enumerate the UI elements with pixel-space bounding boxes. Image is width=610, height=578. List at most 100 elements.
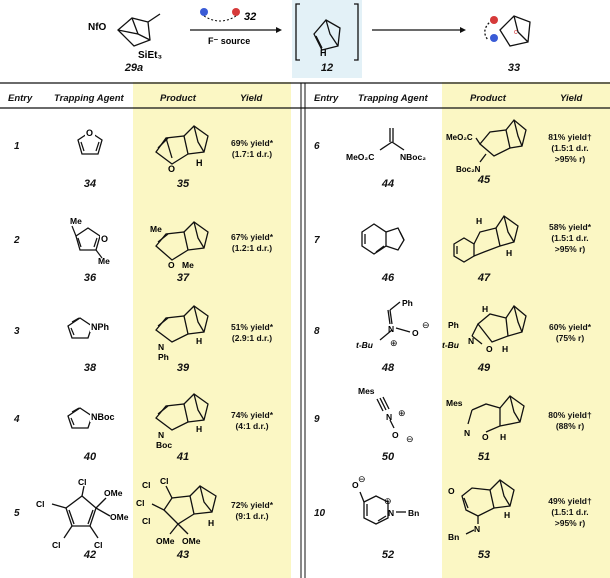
svg-text:Ph: Ph xyxy=(448,320,459,330)
product-structure: O H xyxy=(155,125,209,174)
svg-text:Ph: Ph xyxy=(158,352,169,362)
product-number: 39 xyxy=(176,362,190,374)
yield-text: 69% yield*(1.7:1 d.r.) xyxy=(230,138,274,159)
reaction-arrow-2-head xyxy=(460,27,466,33)
svg-text:Cl: Cl xyxy=(78,477,87,487)
reaction-arrow-1-head xyxy=(276,27,282,33)
svg-text:OMe: OMe xyxy=(110,512,129,522)
svg-text:Cl: Cl xyxy=(94,540,103,550)
yield-text: 60% yield*(75% r) xyxy=(548,322,592,343)
svg-text:⊖: ⊖ xyxy=(358,476,366,484)
product-number: 51 xyxy=(477,451,491,463)
svg-text:H: H xyxy=(502,344,508,354)
agent-number: 42 xyxy=(83,549,97,561)
svg-text:O: O xyxy=(486,344,493,354)
product-number: 47 xyxy=(477,272,491,284)
svg-text:O: O xyxy=(448,486,455,496)
intermediate-highlight xyxy=(292,0,362,78)
product-structure: MeO₂C Boc₂N xyxy=(446,119,527,174)
product-structure: Me O Me xyxy=(150,221,209,270)
svg-text:H: H xyxy=(196,158,203,168)
intermediate-number: 12 xyxy=(320,62,334,74)
conditions-label: F⁻ source xyxy=(208,36,250,46)
svg-text:OMe: OMe xyxy=(182,536,201,546)
svg-text:H: H xyxy=(504,510,510,520)
reagent-number: 32 xyxy=(244,11,256,23)
svg-text:Me: Me xyxy=(150,224,162,234)
svg-text:Cl: Cl xyxy=(36,499,45,509)
agent-number: 36 xyxy=(83,272,97,284)
siet3-label: SiEt₃ xyxy=(138,50,162,61)
agent-dimethylfuran: O Me Me xyxy=(70,216,110,264)
svg-text:Cl: Cl xyxy=(142,516,151,526)
agent-number: 52 xyxy=(381,549,395,561)
agent-number: 48 xyxy=(381,362,395,374)
svg-text:N: N xyxy=(158,342,164,352)
product-number: 33 xyxy=(507,62,521,74)
svg-text:H: H xyxy=(196,424,202,434)
svg-text:OMe: OMe xyxy=(104,488,123,498)
product-structure: N Ph H xyxy=(155,305,209,362)
svg-text:O: O xyxy=(168,164,175,174)
svg-text:H: H xyxy=(196,336,202,346)
header-yield-right: Yield xyxy=(560,93,583,104)
agent-nitrile-oxide: Mes N O ⊕ ⊖ xyxy=(358,386,414,444)
product-red-dot xyxy=(490,16,498,24)
svg-text:NBoc₂: NBoc₂ xyxy=(400,152,426,162)
starting-material-structure xyxy=(117,13,161,47)
reagent-dashed-tether xyxy=(203,15,237,22)
product-structure: Mes N O H xyxy=(446,395,525,442)
starting-material-number: 29a xyxy=(124,62,144,74)
agent-n-boc-pyrrole: NBoc xyxy=(67,407,126,429)
header-entry-left: Entry xyxy=(8,93,33,104)
product-structure: O N Bn H xyxy=(448,479,515,542)
entry-number: 4 xyxy=(14,414,20,425)
product-number: 37 xyxy=(176,272,190,284)
svg-text:N: N xyxy=(468,336,474,346)
scheme-svg: NfO SiEt₃ 32 F⁻ source H c xyxy=(88,0,531,78)
product-number: 53 xyxy=(477,549,491,561)
header-product-left: Product xyxy=(160,93,196,104)
agent-n-phenylpyrrole: NPh xyxy=(67,317,118,339)
product-number: 49 xyxy=(477,362,491,374)
agent-nitrone: Ph N O t-Bu ⊕ ⊖ xyxy=(356,298,430,350)
svg-text:N: N xyxy=(474,524,480,534)
agent-number: 44 xyxy=(381,178,395,190)
svg-text:⊕: ⊕ xyxy=(398,408,406,418)
yield-text: 58% yield*(1.5:1 d.r.>95% r) xyxy=(548,222,592,254)
product-structure xyxy=(484,15,531,47)
agent-oxidopyridinium: O N Bn ⊖ ⊕ xyxy=(352,476,419,525)
intermediate-h: H xyxy=(320,48,327,58)
agent-number: 46 xyxy=(381,272,395,284)
svg-text:H: H xyxy=(506,248,512,258)
agent-number: 50 xyxy=(381,451,395,463)
svg-text:O: O xyxy=(101,234,108,244)
svg-text:⊕: ⊕ xyxy=(390,338,398,348)
svg-text:O: O xyxy=(86,128,93,138)
product-column-highlight-right xyxy=(442,82,610,578)
agent-number: 38 xyxy=(83,362,97,374)
svg-text:⊖: ⊖ xyxy=(422,320,430,330)
header-yield-left: Yield xyxy=(240,93,263,104)
svg-text:Mes: Mes xyxy=(446,398,463,408)
yield-text: 72% yield*(9:1 d.r.) xyxy=(230,500,274,521)
product-structure: N Boc H xyxy=(155,393,209,450)
agent-indene xyxy=(361,223,405,255)
agent-tetrachlorodimethoxycyclopentadiene: Cl Cl Cl Cl OMe OMe xyxy=(36,477,129,550)
svg-text:H: H xyxy=(208,518,214,528)
svg-text:Cl: Cl xyxy=(136,498,145,508)
product-number: 43 xyxy=(176,549,190,561)
reagent-blue-dot xyxy=(200,8,208,16)
svg-text:O: O xyxy=(392,430,399,440)
header-agent-left: Trapping Agent xyxy=(54,93,124,104)
svg-text:N: N xyxy=(388,324,394,334)
reagent-red-dot xyxy=(232,8,240,16)
header-product-right: Product xyxy=(470,93,506,104)
svg-text:N: N xyxy=(388,508,394,518)
entry-number: 1 xyxy=(14,141,20,152)
svg-text:Cl: Cl xyxy=(142,480,151,490)
svg-text:Ph: Ph xyxy=(402,298,413,308)
svg-text:Bn: Bn xyxy=(448,532,459,542)
svg-text:Me: Me xyxy=(182,260,194,270)
